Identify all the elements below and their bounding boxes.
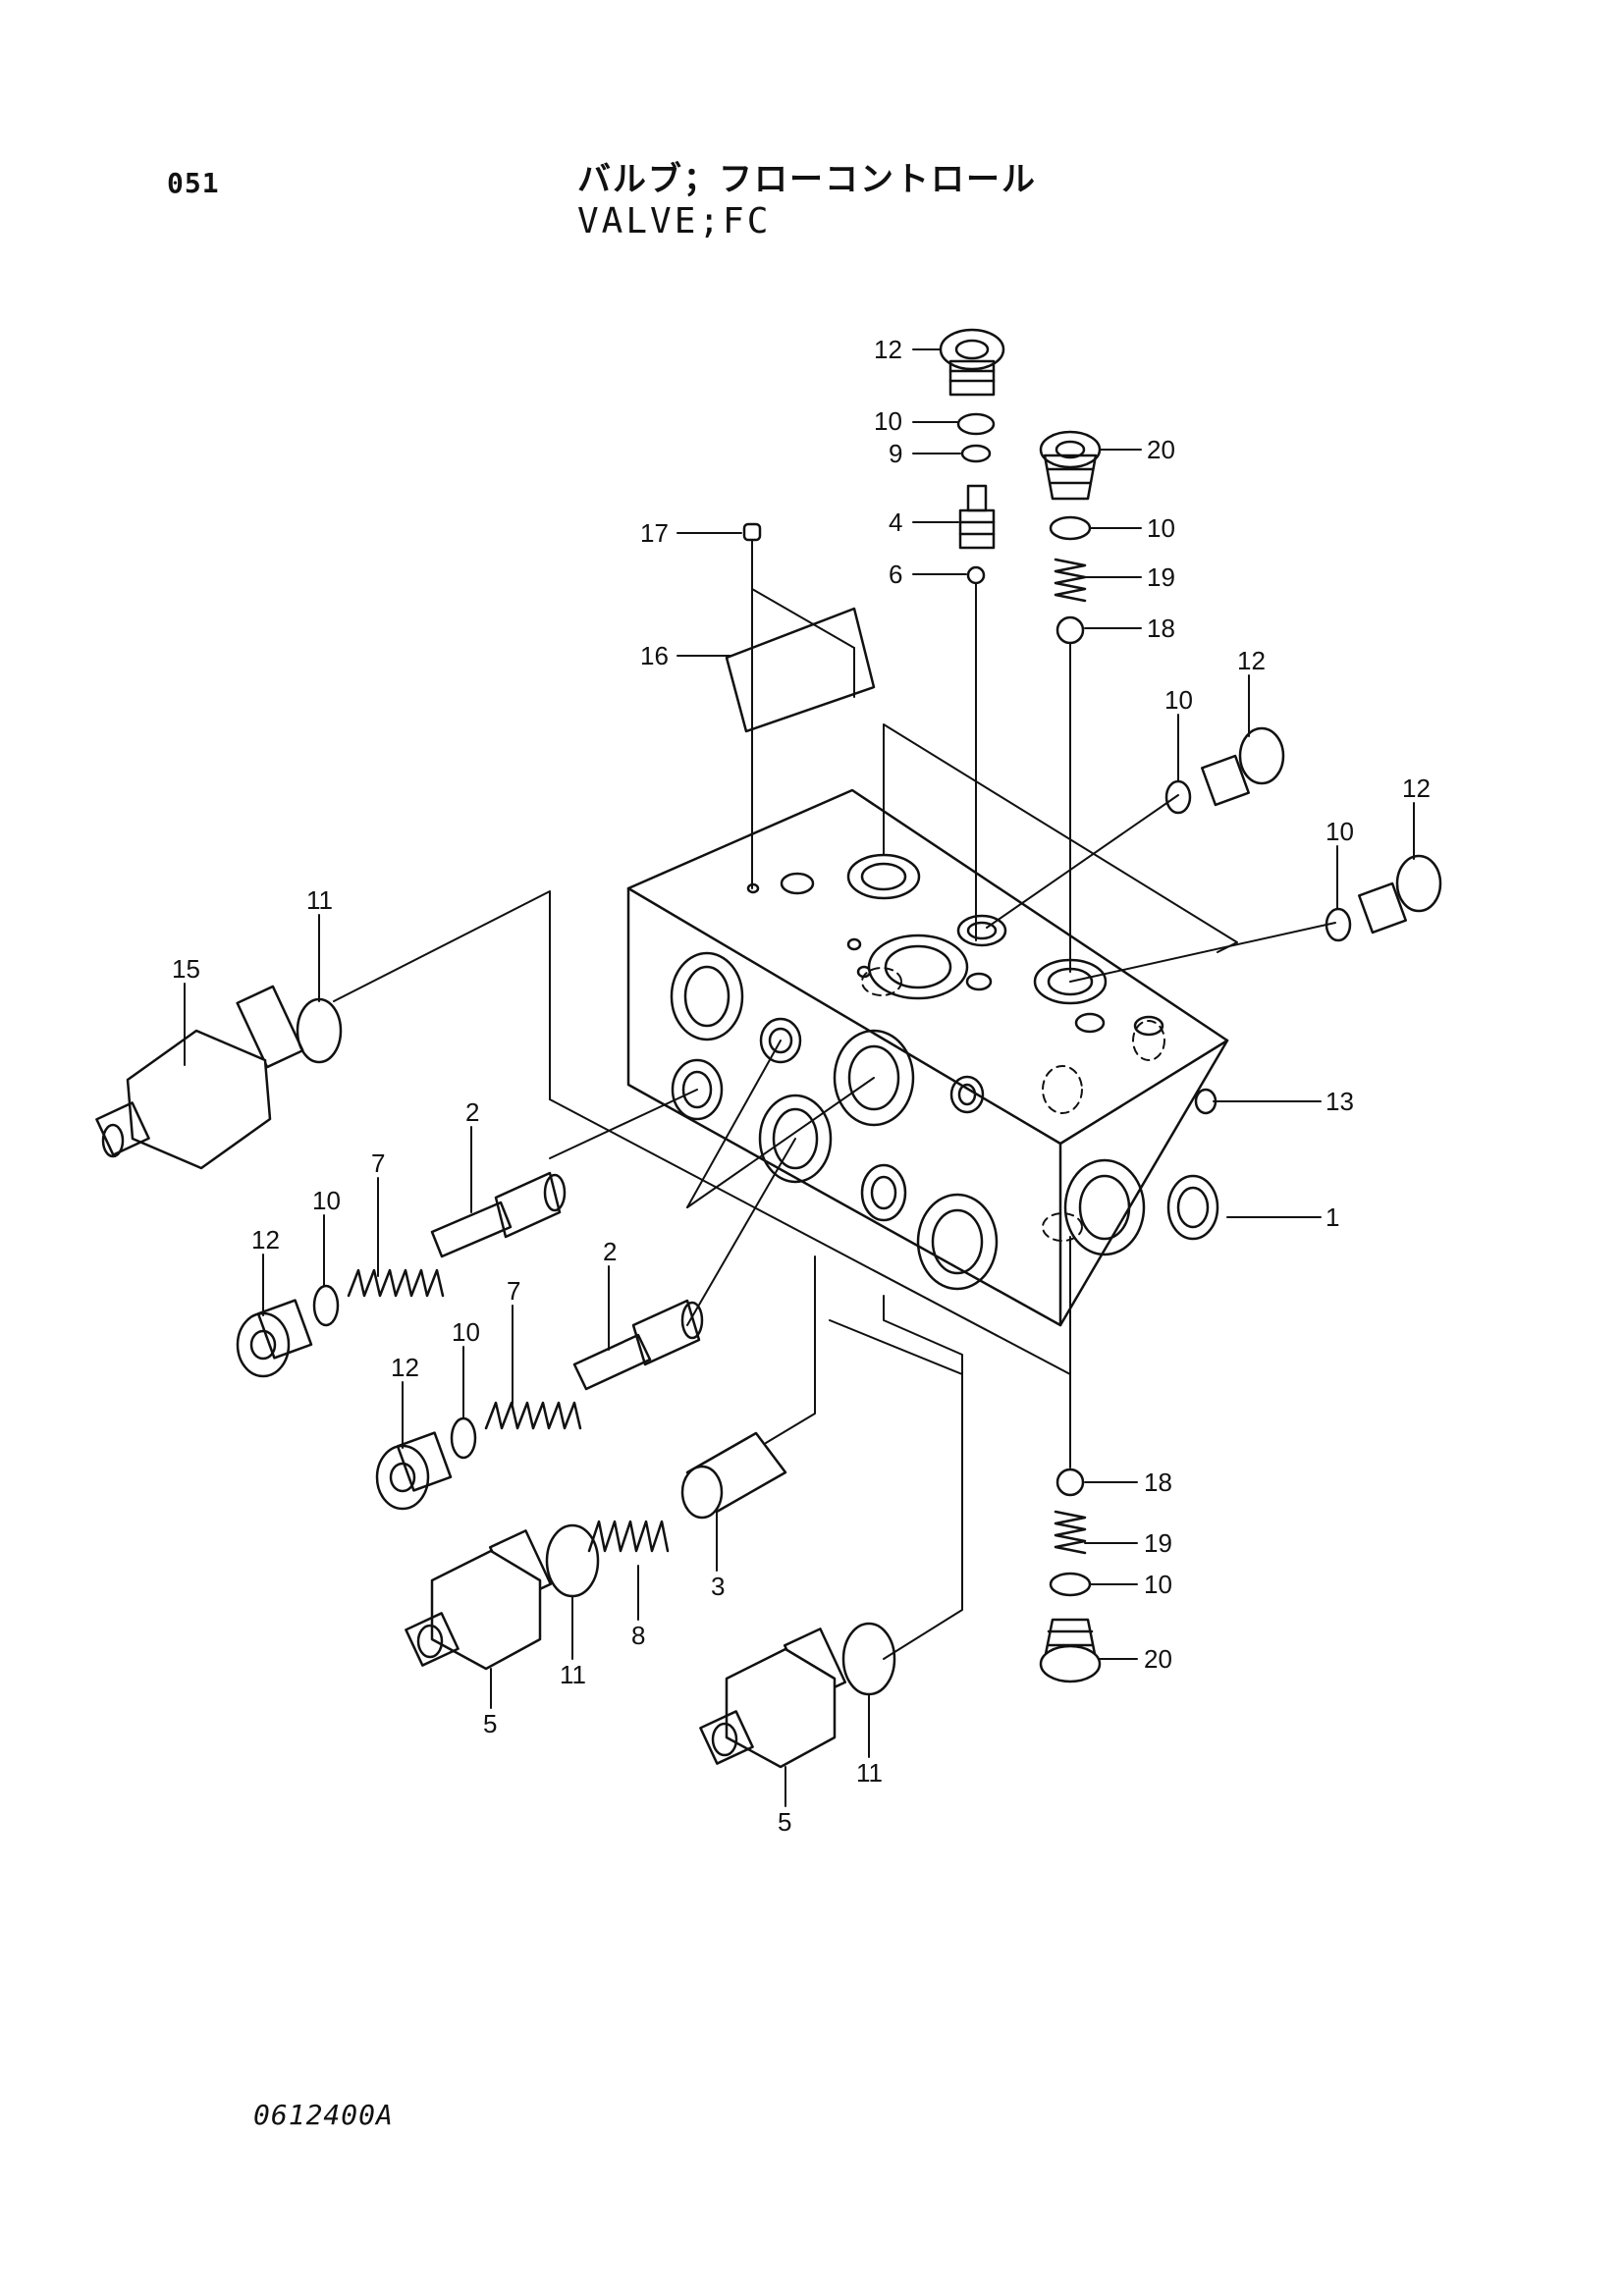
top-plug-stack (939, 328, 1005, 941)
callout-10: 10 (874, 406, 902, 436)
callout-20: 20 (1147, 435, 1175, 464)
top-relief-stack (1039, 430, 1102, 973)
callout-18: 18 (1147, 614, 1175, 643)
callout-17: 17 (640, 518, 669, 548)
spool-assembly-lower (375, 1299, 704, 1511)
callout-11: 11 (856, 1758, 883, 1788)
callout-10: 10 (1147, 513, 1175, 543)
callout-13: 13 (1325, 1087, 1354, 1116)
callout-2: 2 (465, 1097, 479, 1127)
sleeve-spring (587, 1431, 787, 1553)
left-plug-15 (95, 985, 343, 1170)
callout-leaders (184, 348, 1415, 1807)
callout-12: 12 (391, 1353, 419, 1382)
title-english: VALVE;FC (577, 201, 772, 241)
callout-20: 20 (1144, 1644, 1172, 1674)
callout-7: 7 (371, 1148, 385, 1178)
valve-body (626, 788, 1229, 1327)
name-plate (725, 522, 876, 889)
callout-5: 5 (483, 1709, 497, 1738)
plug-5-right (699, 1622, 896, 1769)
callout-1: 1 (1325, 1202, 1339, 1232)
callout-3: 3 (711, 1572, 725, 1601)
callout-9: 9 (889, 439, 902, 468)
title-japanese: バルブ；フローコントロール (577, 160, 1037, 199)
plug-5-left (405, 1523, 600, 1671)
callout-10: 10 (1325, 817, 1354, 846)
callout-2: 2 (603, 1237, 617, 1266)
callout-15: 15 (172, 954, 200, 984)
callout-10: 10 (312, 1186, 341, 1215)
callout-11: 11 (560, 1660, 586, 1689)
callout-numbers: 12 10 9 4 6 20 10 19 18 17 16 12 10 12 1… (172, 335, 1431, 1837)
callout-10: 10 (1164, 685, 1193, 715)
callout-12: 12 (251, 1225, 280, 1255)
callout-12: 12 (1402, 774, 1431, 803)
callout-6: 6 (889, 560, 902, 589)
callout-4: 4 (889, 507, 902, 537)
assembly-lines (333, 723, 1336, 1660)
callout-19: 19 (1144, 1528, 1172, 1558)
callout-11: 11 (306, 885, 333, 915)
page-code: 051 (167, 167, 220, 199)
callout-19: 19 (1147, 562, 1175, 592)
callout-10: 10 (1144, 1570, 1172, 1599)
drawing-code: 0612400A (253, 2099, 394, 2131)
callout-8: 8 (631, 1621, 645, 1650)
callout-12: 12 (1237, 646, 1266, 675)
callout-16: 16 (640, 641, 669, 670)
callout-12: 12 (874, 335, 902, 364)
callout-10: 10 (452, 1317, 480, 1347)
right-plugs (1164, 726, 1442, 942)
bottom-relief-stack (1039, 1468, 1102, 1683)
callout-5: 5 (778, 1807, 791, 1837)
spool-assembly-upper (236, 1171, 567, 1378)
callout-7: 7 (507, 1276, 520, 1306)
callout-18: 18 (1144, 1468, 1172, 1497)
